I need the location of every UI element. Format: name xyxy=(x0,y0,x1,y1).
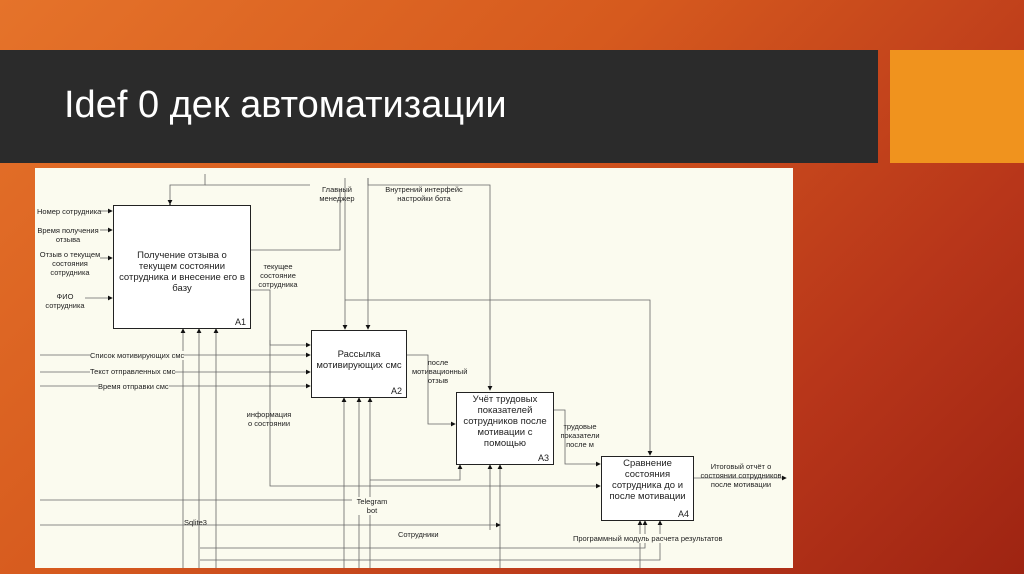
label-nomer: Номер сотрудника xyxy=(37,207,102,216)
label-trudovye: трудовые показатели после м xyxy=(560,422,600,449)
label-vremya-sms: Время отправки смс xyxy=(98,382,169,391)
function-box-a4[interactable]: Сравнение состояния сотрудника до и посл… xyxy=(601,456,694,521)
label-otzyv: Отзыв о текущем состояния сотрудника xyxy=(39,250,101,277)
label-modul: Программный модуль расчета результатов xyxy=(573,534,723,543)
label-glavny: Главный менеджер xyxy=(319,185,355,203)
label-itog: Итоговый отчёт о состоянии сотрудников п… xyxy=(700,462,782,489)
label-info: информация о состоянии xyxy=(246,410,292,428)
box-a3-id: A3 xyxy=(537,453,549,463)
box-a1-text: Получение отзыва о текущем состоянии сот… xyxy=(119,250,245,294)
label-tekushee: текущее состояние сотрудника xyxy=(258,262,298,289)
label-fio: ФИО сотрудника xyxy=(45,292,85,310)
function-box-a2[interactable]: Рассылка мотивирующих смс A2 xyxy=(311,330,407,398)
accent-block xyxy=(890,50,1024,163)
label-posle: после мотивационный отзыв xyxy=(412,358,468,385)
label-sqlite: Sqlite3 xyxy=(184,518,207,527)
label-spisok: Список мотивирующих смс xyxy=(90,351,185,360)
box-a4-id: A4 xyxy=(677,509,689,519)
label-vremya: Время получения отзыва xyxy=(37,226,99,244)
label-interface: Внутрений интерфейс настройки бота xyxy=(385,185,463,203)
label-sotrudniki: Сотрудники xyxy=(398,530,439,539)
box-a2-id: A2 xyxy=(390,386,402,396)
box-a4-text: Сравнение состояния сотрудника до и посл… xyxy=(609,458,686,502)
function-box-a3[interactable]: Учёт трудовых показателей сотрудников по… xyxy=(456,392,554,465)
diagram-arrows xyxy=(40,174,787,568)
function-box-a1[interactable]: Получение отзыва о текущем состоянии сот… xyxy=(113,205,251,329)
box-a2-text: Рассылка мотивирующих смс xyxy=(316,349,402,371)
title-bar xyxy=(0,50,878,163)
box-a1-id: A1 xyxy=(234,317,246,327)
label-tekst: Текст отправленных смс xyxy=(90,367,176,376)
label-telegram: Telegram bot xyxy=(352,497,392,515)
slide-title: Idef 0 дек автоматизации xyxy=(64,84,507,126)
box-a3-text: Учёт трудовых показателей сотрудников по… xyxy=(463,394,547,449)
